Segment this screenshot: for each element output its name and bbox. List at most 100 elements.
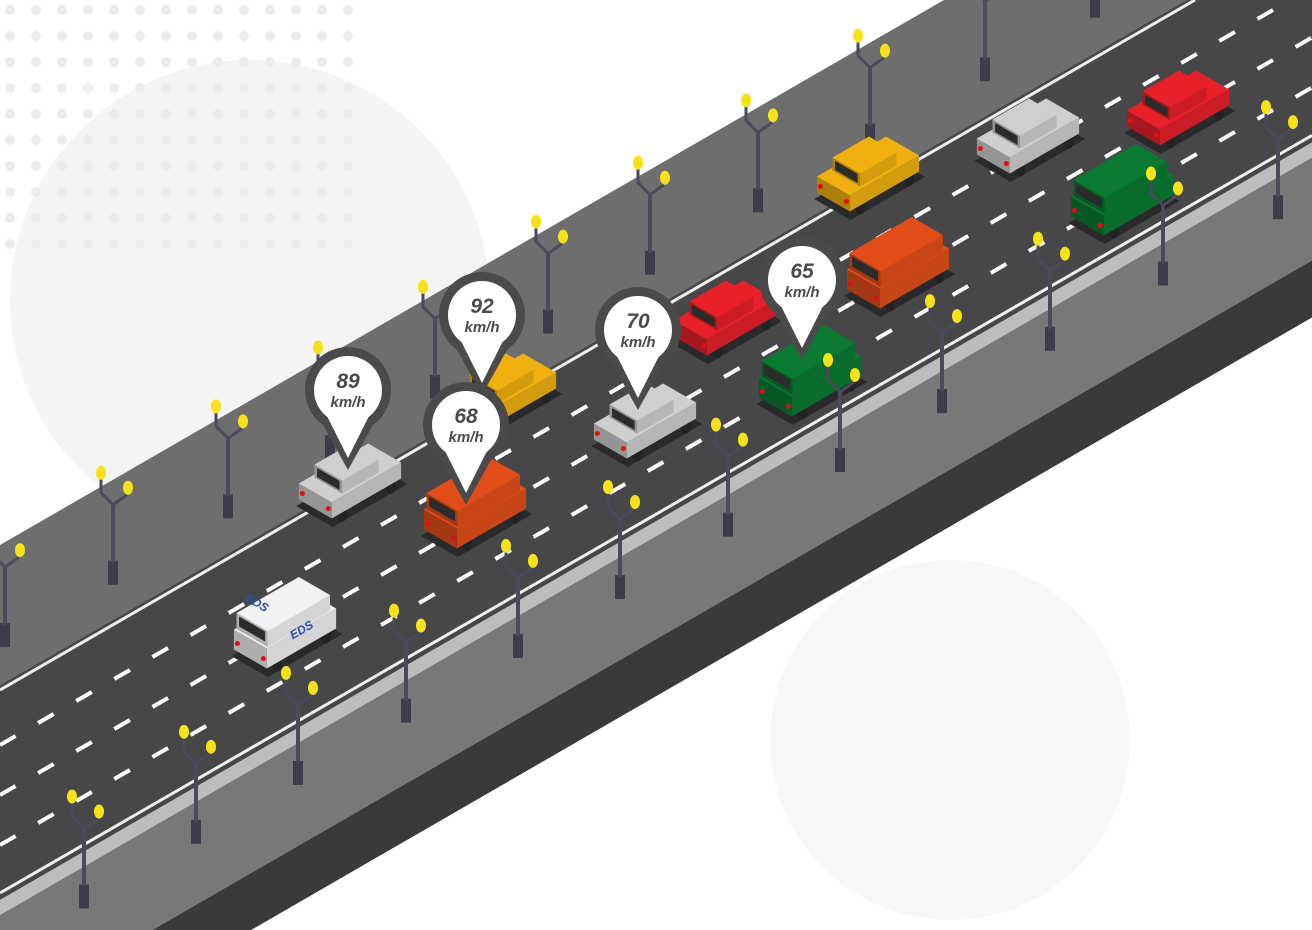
tail-light: [843, 199, 849, 204]
lamp-bulb: [1146, 166, 1156, 181]
background-dot: [317, 5, 327, 15]
background-dot: [265, 187, 275, 197]
body-rear: [1070, 196, 1104, 236]
cabin-side: [342, 459, 379, 494]
lamp-bulb: [823, 352, 833, 367]
background-dot: [213, 5, 223, 15]
street-lamp: [281, 665, 318, 785]
background-dot: [213, 83, 223, 93]
lamp-bulb: [630, 495, 640, 510]
lamp-bulb: [238, 414, 248, 429]
lower-curb: [0, 142, 1312, 915]
lane-dashes: [0, 85, 1312, 847]
background-dot: [187, 187, 197, 197]
rear-window: [239, 616, 266, 642]
background-dot: [317, 57, 327, 67]
cabin-side: [637, 399, 674, 434]
rear-window: [692, 305, 715, 327]
lamp-arms: [744, 106, 773, 135]
street-lamp: [0, 543, 25, 648]
body-rear: [758, 377, 792, 417]
cabin-top: [832, 136, 897, 174]
lamp-base: [723, 512, 733, 537]
pin-pointer-inner: [326, 414, 370, 458]
pin-pointer-inner: [460, 339, 504, 383]
lamp-bulb: [711, 417, 721, 432]
background-dot: [317, 83, 327, 93]
lamp-pole: [516, 575, 520, 636]
background-dot: [57, 109, 67, 119]
background-dot: [31, 187, 41, 197]
lamp-bulb: [660, 170, 670, 185]
lamp-base: [191, 819, 201, 844]
pin-face: [604, 296, 672, 364]
background-dot: [5, 213, 15, 223]
background-dot: [57, 213, 67, 223]
background-dot: [187, 31, 197, 41]
lamp-bulb: [308, 680, 318, 695]
lamp-bulb: [211, 399, 221, 414]
background-dot: [31, 57, 41, 67]
background-dot: [239, 31, 249, 41]
background-dot: [187, 135, 197, 145]
street-lamp: [96, 465, 133, 585]
background-dot: [57, 31, 67, 41]
lamp-arms: [714, 430, 743, 459]
background-dot: [83, 109, 93, 119]
background-dot: [135, 161, 145, 171]
speed-value: 89: [336, 370, 360, 393]
lamp-arms: [504, 551, 533, 580]
lamp-bulb: [206, 739, 216, 754]
speed-value: 65: [790, 260, 814, 283]
background-dot: [213, 239, 223, 249]
background-dot: [161, 161, 171, 171]
body-rear: [423, 509, 457, 549]
lamp-pole: [618, 517, 622, 578]
lamp-arms: [214, 412, 243, 441]
lamp-base: [513, 633, 523, 658]
lamp-pole: [648, 192, 652, 253]
background-dot: [5, 187, 15, 197]
background-dot: [161, 83, 171, 93]
background-dot: [343, 31, 353, 41]
tail-light: [1097, 223, 1103, 228]
lamp-bulb: [531, 214, 541, 229]
background-dot: [343, 187, 353, 197]
road-side-wall-shadow: [152, 260, 1312, 930]
lamp-pole: [111, 502, 115, 563]
background-dot: [83, 5, 93, 15]
lamp-pole: [1048, 268, 1052, 329]
lamp-arms: [1036, 244, 1065, 273]
lamp-bulb: [94, 804, 104, 819]
tail-light: [299, 491, 305, 496]
cabin-side: [457, 475, 520, 527]
cabin-top: [849, 217, 943, 271]
background-dot: [31, 83, 41, 93]
street-lamp: [531, 214, 568, 334]
lamp-bulb: [738, 432, 748, 447]
background-dot: [161, 57, 171, 67]
background-dot: [135, 83, 145, 93]
background-dot: [317, 135, 327, 145]
body-rear: [298, 483, 332, 519]
background-dot: [213, 135, 223, 145]
lamp-base: [753, 188, 763, 213]
tail-light: [977, 146, 983, 151]
background-dot: [239, 239, 249, 249]
background-dot: [291, 239, 301, 249]
background-dot: [187, 5, 197, 15]
lamp-base: [1158, 261, 1168, 286]
background-dot: [265, 135, 275, 145]
background-dot: [57, 161, 67, 171]
background-dot: [161, 187, 171, 197]
upper-street-lamps: [0, 0, 1100, 648]
speed-unit: km/h: [784, 284, 819, 301]
background-dot: [239, 109, 249, 119]
background-dot: [343, 161, 353, 171]
lamp-bulb: [558, 229, 568, 244]
tail-light: [847, 281, 853, 286]
